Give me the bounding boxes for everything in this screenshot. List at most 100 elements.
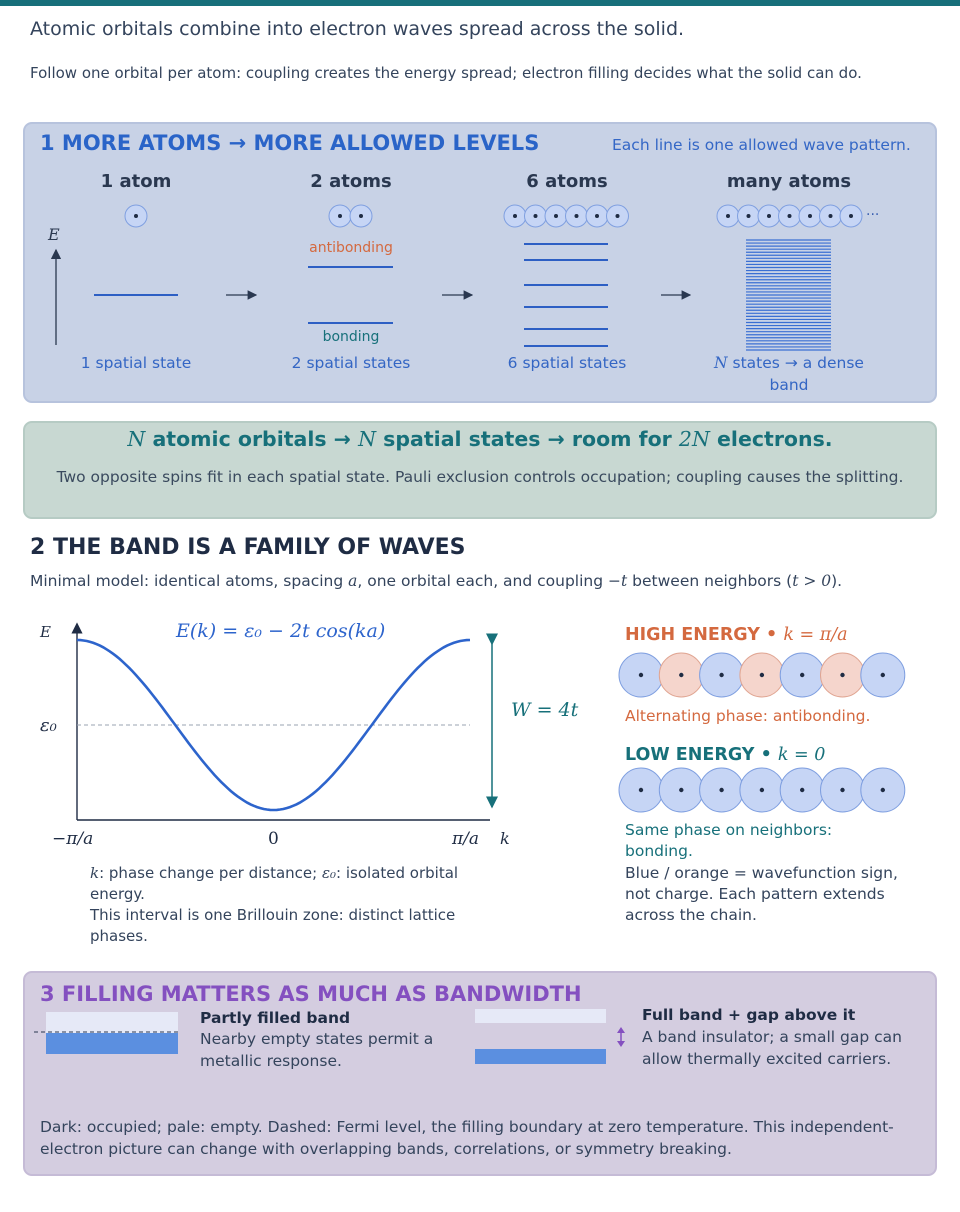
section3-panel [23,971,937,1176]
chain-nucleus [719,672,724,678]
callout-headline: N atomic orbitals → N spatial states → r… [23,427,937,451]
energy-axis-label: E [47,225,60,244]
atom-nucleus [828,214,833,218]
energy-levels-diagram: E ··· [47,204,879,351]
atom-nucleus [808,214,812,218]
atom-row-2 [328,204,373,228]
atom-nucleus [615,214,620,218]
headline-text-3: electrons. [709,427,833,451]
chain-nucleus [759,672,765,678]
dispersion-equation: E(k) = ε₀ − 2t cos(ka) [175,620,385,642]
atom-nucleus [574,214,579,218]
x-tick-pi: π/a [451,829,479,849]
section1-title: 1 MORE ATOMS → MORE ALLOWED LEVELS [40,131,540,155]
low-energy-text: Same phase on neighbors: bonding. [625,821,833,860]
sub-var-t: −t [608,572,628,590]
chain-nucleus [800,672,805,678]
page-title: Atomic orbitals combine into electron wa… [30,18,685,40]
section1-panel [23,122,937,403]
cap-text-2: : isolated orbital energy. [90,864,459,903]
caption-1-state: 1 spatial state [80,354,192,372]
section2-subtitle: Minimal model: identical atoms, spacing … [30,572,842,590]
top-accent-bar [0,0,960,6]
chain-nucleus [759,787,765,793]
bandwidth-label: W = 4t [511,699,579,721]
caption-many-text: states → a dense band [727,354,864,394]
sub-text-4: ). [831,572,843,590]
atom-nucleus [595,214,599,218]
atom-row-6 [503,204,629,228]
callout-body: Two opposite spins fit in each spatial s… [56,468,904,486]
full-band-block [475,1049,606,1064]
chain-nucleus [840,787,845,793]
chain-nucleus [638,672,644,678]
atom-nucleus [533,214,538,218]
chain-nucleus [800,787,805,793]
headline-var-n-2: N [358,427,377,451]
column-heading-2-atoms: 2 atoms [310,171,392,192]
low-heading-math: k = 0 [777,745,826,765]
sub-text-3: between neighbors ( [627,572,793,590]
plot-x-label: k [500,829,510,848]
chain-nucleus [880,787,885,793]
phase-note: Blue / orange = wavefunction sign, not c… [625,864,898,924]
atom-row-1 [124,204,148,228]
x-tick-zero: 0 [268,829,279,849]
insulator-band-diagram [475,1009,606,1064]
antibonding-label: antibonding [309,240,393,256]
sub-var-t-pos: t > 0 [792,572,832,590]
dispersion-plot: E E(k) = ε₀ − 2t cos(ka) ε₀ W = 4t −π/a … [39,620,579,849]
chain-nucleus [638,787,644,793]
headline-text-1: atomic orbitals → [145,427,359,451]
caption-many-states: N states → a dense band [699,352,879,396]
high-energy-heading: HIGH ENERGY • k = π/a [625,625,848,645]
caption-var-n: N [714,354,728,372]
gap-arrow-icon [617,1027,625,1047]
atom-nucleus [513,214,517,218]
metal-band-diagram [34,1012,180,1054]
chain-nucleus [719,787,724,793]
high-heading-math: k = π/a [783,625,848,645]
chain-nucleus [679,787,684,793]
x-tick-neg-pi: −π/a [52,829,93,849]
column-heading-many-atoms: many atoms [726,171,852,192]
six-level-lines [524,243,608,347]
more-atoms-ellipsis: ··· [866,207,879,223]
callout-panel [23,421,937,519]
section3-footer: Dark: occupied; pale: empty. Dashed: Fer… [40,1118,894,1158]
atom-nucleus [359,214,363,218]
column-heading-6-atoms: 6 atoms [526,171,608,192]
atom-nucleus [726,214,730,218]
cap-var-eps: ε₀ [321,864,337,882]
atom-nucleus [787,214,792,218]
eps0-label: ε₀ [40,715,57,736]
sub-text-2: , one orbital each, and coupling [357,572,609,590]
dense-band-lines [746,239,831,351]
atom-nucleus [338,214,342,218]
chain-nucleus [679,672,684,678]
plot-caption: k: phase change per distance; ε₀: isolat… [90,863,490,947]
atom-nucleus [746,214,751,218]
occupied-states-block [46,1033,178,1054]
headline-var-n: N [127,427,146,451]
high-energy-chain [618,652,906,698]
sub-var-a: a [348,572,358,590]
metal-heading: Partly filled band [200,1009,351,1027]
cap-var-k: k [90,864,100,882]
insulator-text: A band insulator; a small gap can allow … [642,1028,902,1068]
atom-nucleus [134,214,138,218]
low-energy-chain [618,767,906,813]
headline-text-2: spatial states → room for [376,427,679,451]
headline-var-2n: 2N [678,427,710,451]
empty-band-block [475,1009,606,1023]
chain-nucleus [880,672,885,678]
bonding-label: bonding [322,329,380,345]
plot-y-label: E [39,623,51,641]
atom-nucleus [849,214,853,218]
atom-nucleus [767,214,771,218]
section1-note: Each line is one allowed wave pattern. [612,136,911,154]
metal-text: Nearby empty states permit a metallic re… [200,1030,434,1070]
cap-text-3: This interval is one Brillouin zone: dis… [90,906,456,945]
insulator-heading: Full band + gap above it [642,1006,856,1024]
caption-6-states: 6 spatial states [507,354,627,372]
